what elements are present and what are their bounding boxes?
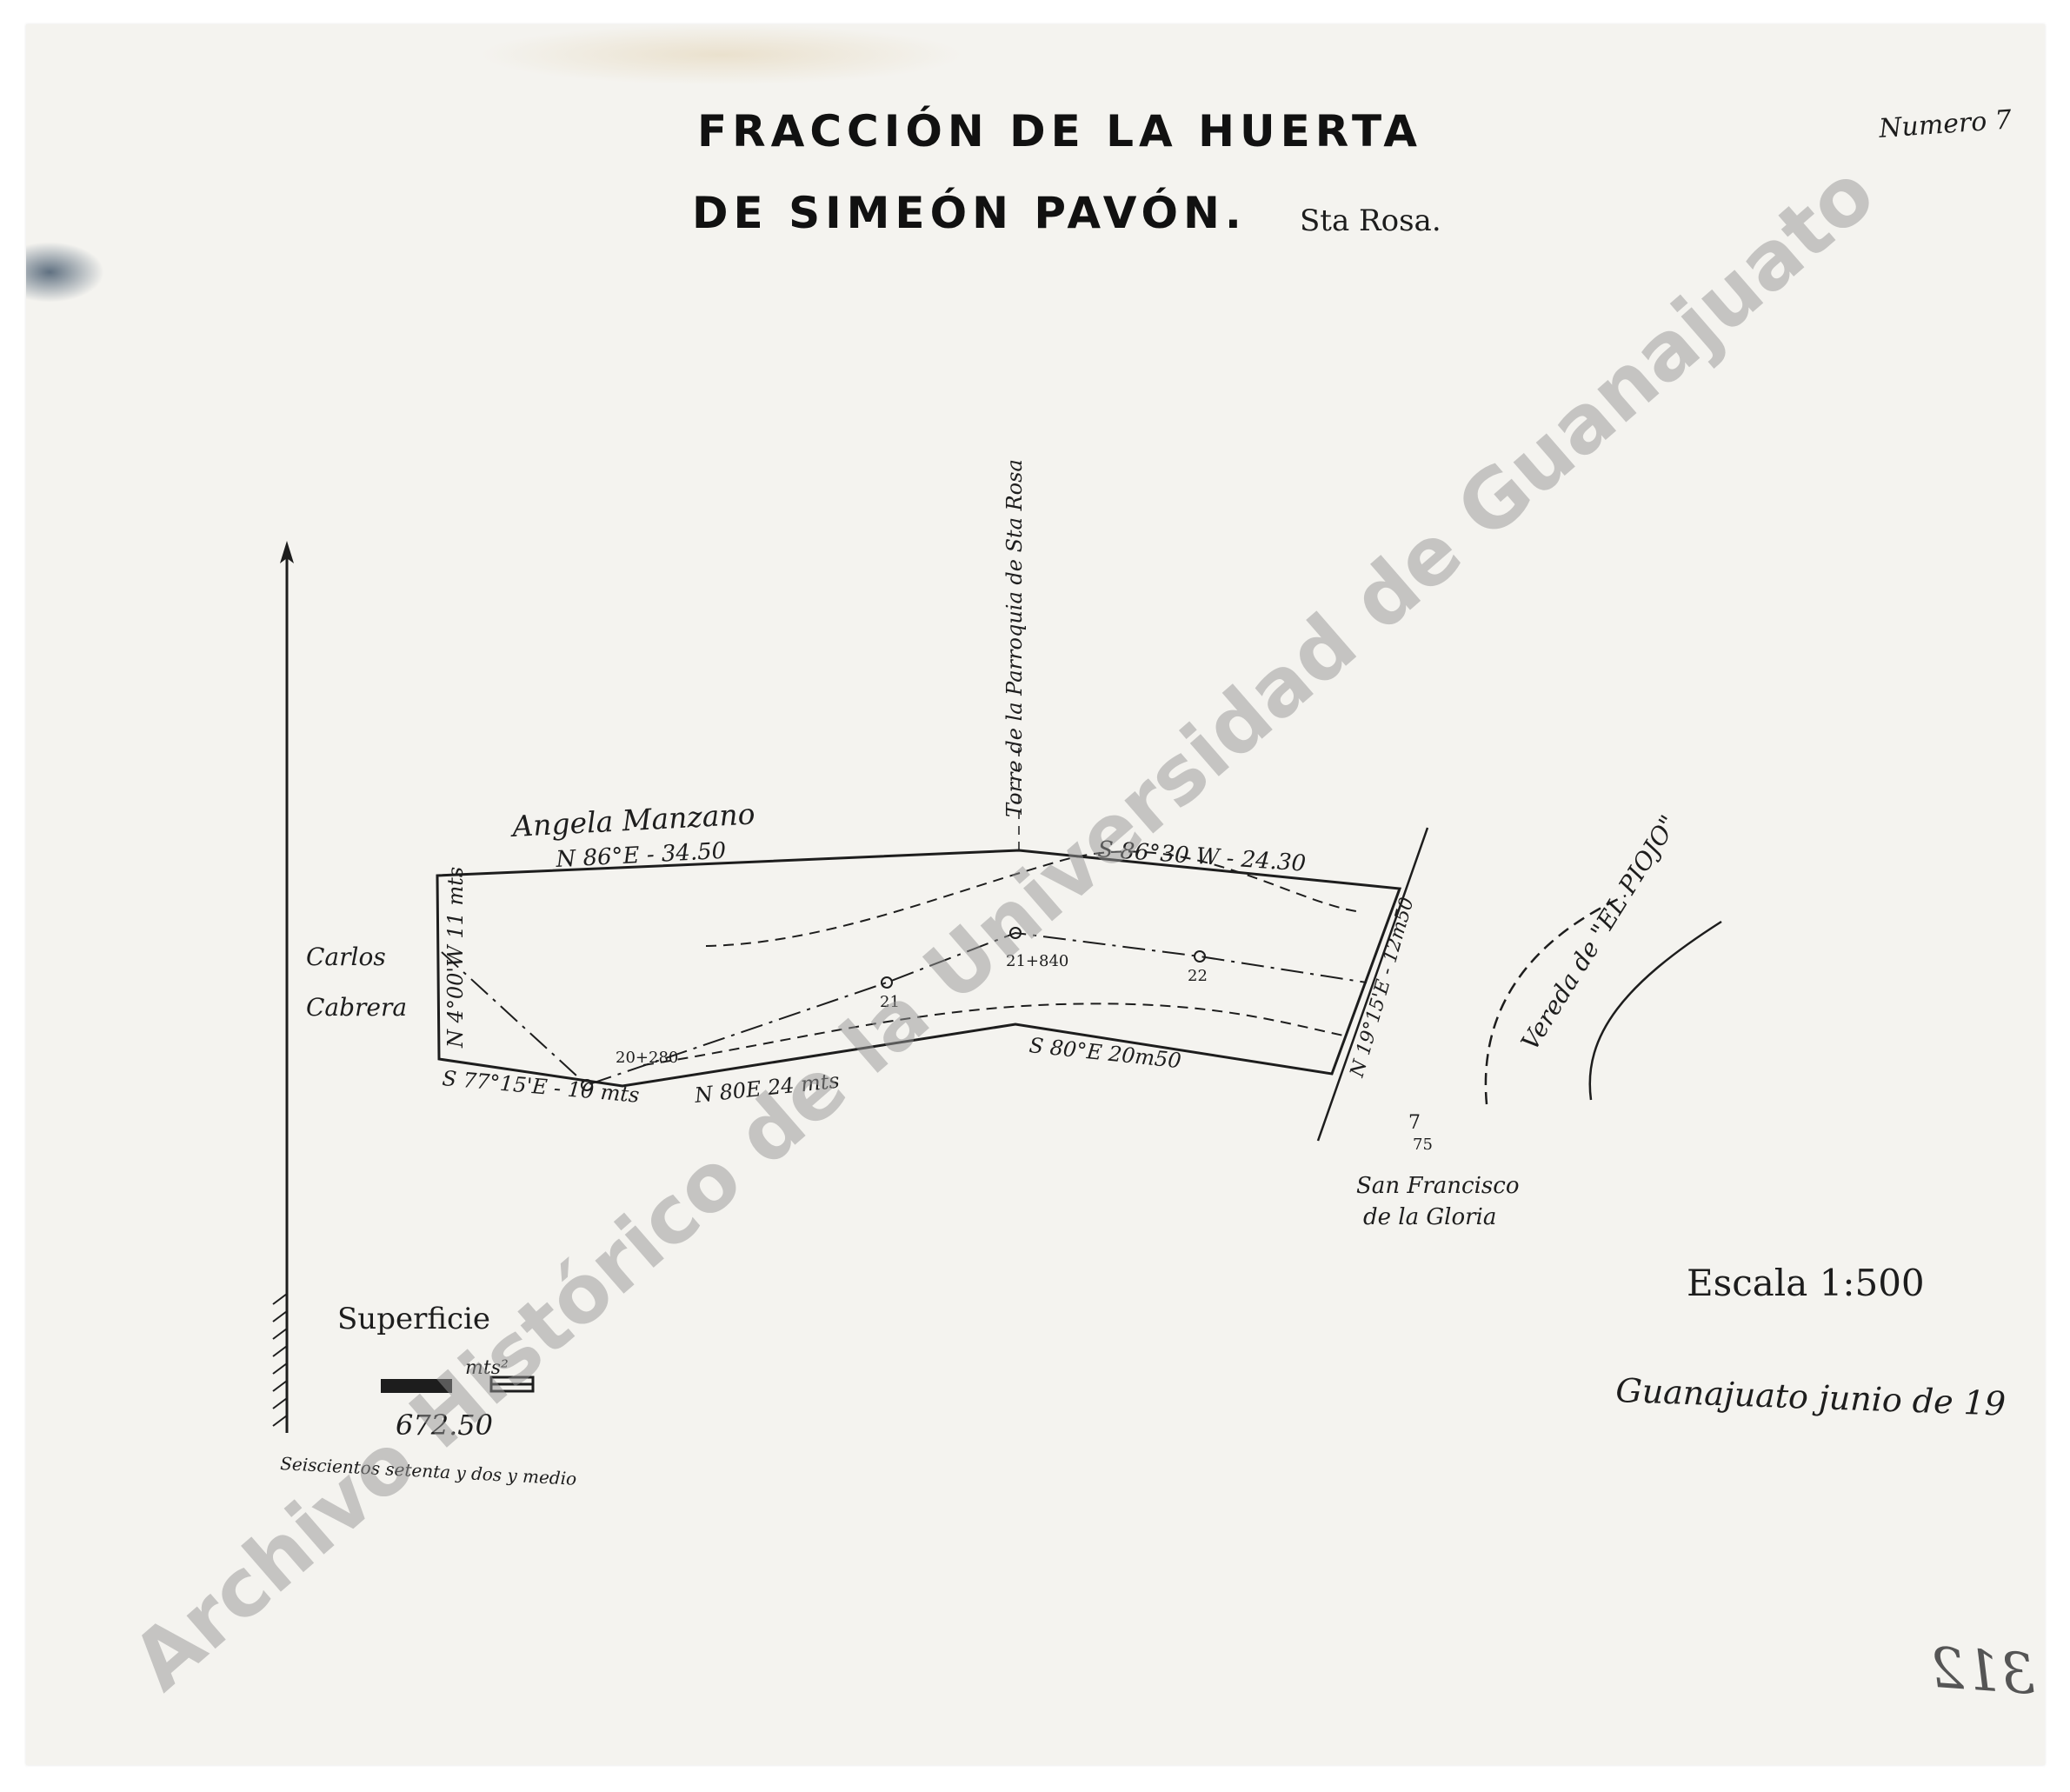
- west-neighbor-label-2: Cabrera: [306, 993, 407, 1022]
- lower-dashed-line: [642, 1003, 1348, 1066]
- watermark: Archivo Histórico de la Universidad de G…: [115, 146, 1892, 1709]
- station-marker-22: [1194, 950, 1206, 963]
- map-sheet: [26, 24, 2045, 1765]
- south-bearing-1-label: S 77°15'E - 10 mts: [441, 1066, 640, 1108]
- station-20-280-label: 20+280: [616, 1049, 678, 1067]
- title-line-2: DE SIMEÓN PAVÓN.: [692, 187, 1247, 238]
- title-line-1: FRACCIÓN DE LA HUERTA: [697, 105, 1422, 157]
- point-22-label: 22: [1188, 967, 1208, 985]
- property-boundary: [436, 849, 1402, 1088]
- north-neighbor-label: Angela Manzano: [509, 796, 755, 843]
- scale-label: Escala 1:500: [1687, 1262, 1925, 1304]
- place-date-label: Guanajuato junio de 19: [1615, 1371, 2007, 1423]
- east-bearing-label: N 19°15'E - 12m50: [1346, 895, 1418, 1080]
- point-21-label: 21: [880, 993, 900, 1011]
- tower-reference-label: Torre de la Parroquia de Sta Rosa: [1002, 459, 1027, 817]
- path-curve-left: [1484, 894, 1627, 1105]
- area-heading: Superficie: [337, 1302, 490, 1336]
- place-label-2: de la Gloria: [1363, 1204, 1496, 1230]
- archive-number: 312: [1927, 1636, 2038, 1708]
- north-arrow-icon: [272, 541, 294, 1433]
- ink-blot: [26, 242, 104, 303]
- station-marker-20-280: [581, 1079, 593, 1091]
- station-21-840-label: 21+840: [1006, 952, 1068, 970]
- paper-stain: [478, 24, 965, 85]
- area-value: 672.50: [396, 1409, 493, 1442]
- west-neighbor-label-1: Carlos: [306, 943, 386, 971]
- north-bearing-west-label: N 86°E - 34.50: [555, 838, 727, 873]
- station-marker-21: [881, 976, 893, 989]
- mark-7-label: 7: [1408, 1112, 1421, 1134]
- mark-75-label: 75: [1413, 1136, 1433, 1154]
- sheet-number: Numero 7: [1877, 104, 2013, 144]
- place-label-1: San Francisco: [1356, 1173, 1519, 1199]
- upper-dashed-line: [705, 850, 1357, 947]
- west-bearing-label: N 4°00'W 11 mts: [443, 867, 468, 1049]
- path-curve-right: [1588, 920, 1722, 1101]
- struck-out-value: [381, 1376, 535, 1393]
- center-line: [441, 931, 1368, 1087]
- station-marker-21-840: [1009, 927, 1022, 939]
- path-name-label: Vereda de "EL PIOJO": [1515, 810, 1683, 1056]
- area-unit: mts²: [465, 1357, 509, 1379]
- east-extension-line: [1316, 827, 1429, 1142]
- title-suffix: Sta Rosa.: [1300, 203, 1441, 238]
